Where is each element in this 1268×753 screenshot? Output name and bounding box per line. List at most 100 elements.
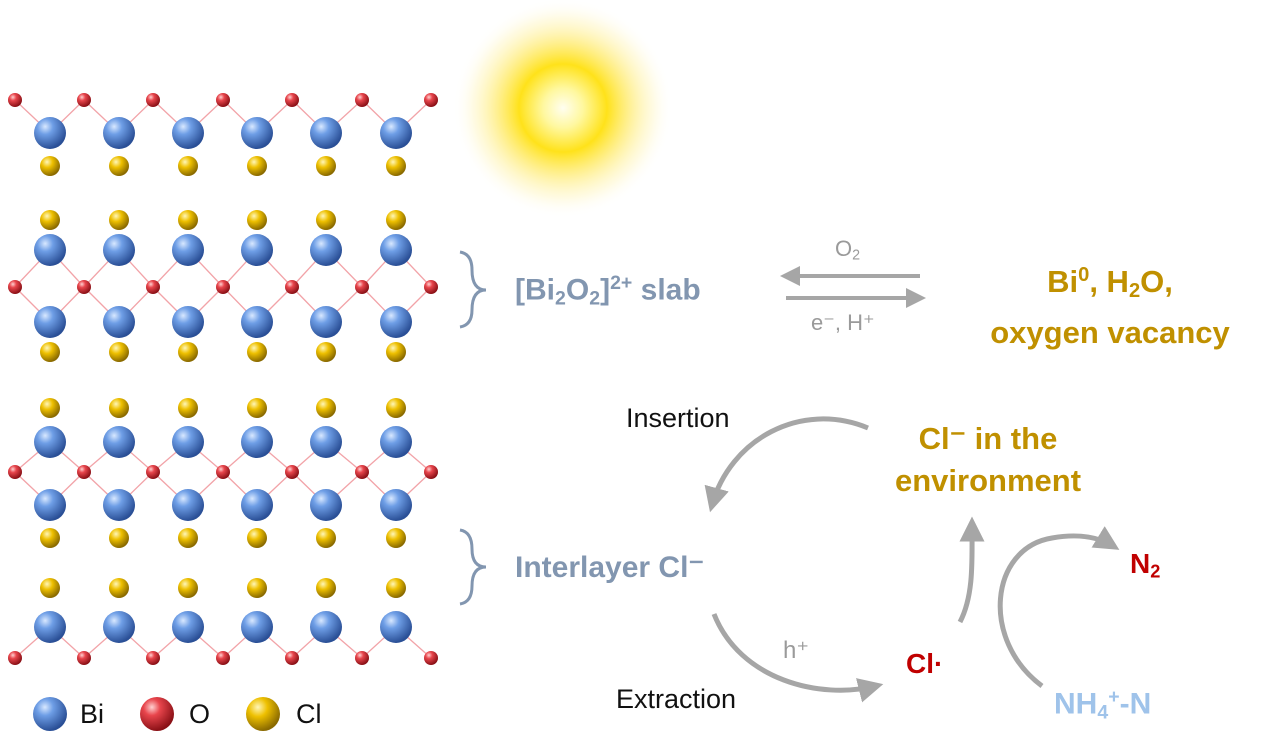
cl-atom xyxy=(109,398,129,418)
ammonium-oxidation-arrow xyxy=(997,526,1120,689)
crystal-structure xyxy=(8,93,438,665)
bi-atom xyxy=(241,489,273,521)
o-atom xyxy=(77,280,91,294)
bi-atom xyxy=(34,426,66,458)
cl-atom xyxy=(40,342,60,362)
cl-atom xyxy=(178,156,198,176)
o-atom xyxy=(216,465,230,479)
cl-atom xyxy=(247,398,267,418)
bi-atom xyxy=(34,306,66,338)
cl-atom xyxy=(386,342,406,362)
product-line-2: oxygen vacancy xyxy=(990,315,1230,351)
bi-atom xyxy=(34,611,66,643)
cl-atom xyxy=(178,342,198,362)
legend-o-label: O xyxy=(189,699,211,729)
bi-atom xyxy=(241,611,273,643)
bi-atom xyxy=(241,306,273,338)
crystal-bonds xyxy=(14,99,432,659)
cl-atom xyxy=(316,578,336,598)
bi-atom xyxy=(380,234,412,266)
bi-atom xyxy=(34,489,66,521)
o-atom xyxy=(77,465,91,479)
cl-atom xyxy=(109,156,129,176)
bi-atom xyxy=(310,306,342,338)
o-atom xyxy=(424,651,438,665)
legend-o-atom xyxy=(140,697,174,731)
cl-atom xyxy=(247,210,267,230)
insertion-arrow xyxy=(704,416,869,513)
legend-bi-label: Bi xyxy=(80,699,105,729)
slab-label: [Bi2O2]2+ slab xyxy=(515,272,701,310)
cl-atom xyxy=(247,156,267,176)
cl-atom xyxy=(316,528,336,548)
cl-atom xyxy=(178,528,198,548)
o-atom xyxy=(216,651,230,665)
cl-atom xyxy=(386,398,406,418)
interlayer-brace-icon xyxy=(459,528,487,606)
bi-atom xyxy=(103,117,135,149)
bi-atom xyxy=(380,489,412,521)
insertion-label: Insertion xyxy=(626,403,730,433)
cl-atom xyxy=(40,156,60,176)
cl-atom xyxy=(109,210,129,230)
ammonium-label: NH4+-N xyxy=(1054,686,1152,724)
bi-atom xyxy=(172,234,204,266)
bi-atom xyxy=(310,117,342,149)
slab-brace-icon xyxy=(459,250,487,329)
bi-atom xyxy=(172,306,204,338)
o-atom xyxy=(285,93,299,107)
reductant-label: e⁻, H⁺ xyxy=(811,310,875,335)
o-atom xyxy=(77,651,91,665)
cl-atom xyxy=(316,156,336,176)
n2-label: N2 xyxy=(1130,548,1161,582)
legend-bi-atom xyxy=(33,697,67,731)
bi-atom xyxy=(34,117,66,149)
bi-atom xyxy=(310,234,342,266)
cl-atom xyxy=(247,578,267,598)
bi-atom xyxy=(241,426,273,458)
bi-atom xyxy=(103,234,135,266)
environment-line-2: environment xyxy=(894,463,1082,498)
o-atom xyxy=(424,93,438,107)
bi-atom xyxy=(103,489,135,521)
legend-cl-atom xyxy=(246,697,280,731)
cl-atom xyxy=(178,578,198,598)
o-atom xyxy=(8,93,22,107)
bi-atom xyxy=(103,611,135,643)
o-atom xyxy=(146,280,160,294)
o-atom xyxy=(285,465,299,479)
bi-atom xyxy=(103,426,135,458)
cl-atom xyxy=(386,210,406,230)
extraction-label: Extraction xyxy=(616,684,737,714)
environment-label: Cl⁻ in the environment xyxy=(878,418,1098,502)
o-atom xyxy=(424,280,438,294)
o-atom xyxy=(424,465,438,479)
o-atom xyxy=(8,280,22,294)
o-atom xyxy=(8,651,22,665)
cl-atom xyxy=(40,398,60,418)
o-atom xyxy=(216,280,230,294)
cl-atom xyxy=(247,528,267,548)
bi-atom xyxy=(103,306,135,338)
o-atom xyxy=(77,93,91,107)
bi-atom xyxy=(380,611,412,643)
o-atom xyxy=(146,651,160,665)
cl-atom xyxy=(386,578,406,598)
release-arrow xyxy=(957,516,985,624)
o-atom xyxy=(355,93,369,107)
bi-atom xyxy=(380,426,412,458)
bi-atom xyxy=(172,611,204,643)
bi-atom xyxy=(241,234,273,266)
o-atom xyxy=(355,465,369,479)
o-atom xyxy=(355,280,369,294)
o-atom xyxy=(285,280,299,294)
cl-atom xyxy=(316,342,336,362)
cl-atom xyxy=(109,578,129,598)
cl-atom xyxy=(386,528,406,548)
bi-atom xyxy=(310,426,342,458)
product-label: Bi0, H2O, oxygen vacancy xyxy=(960,254,1260,354)
bi-atom xyxy=(380,117,412,149)
bi-atom xyxy=(172,489,204,521)
cl-radical-label: Cl· xyxy=(906,648,944,679)
cl-atom xyxy=(40,528,60,548)
